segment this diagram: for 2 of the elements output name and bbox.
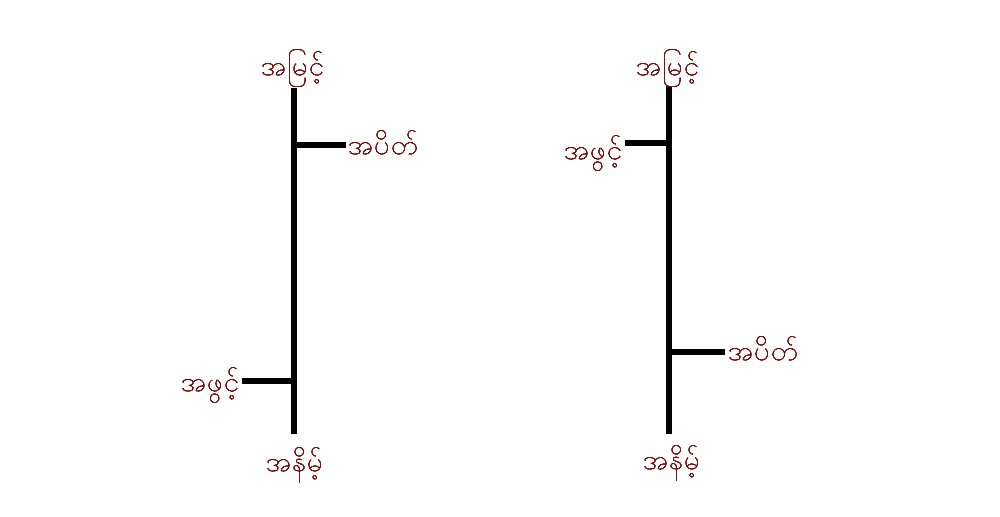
price-label: အပိတ် [728,334,799,368]
price-label: အပိတ် [348,128,419,162]
